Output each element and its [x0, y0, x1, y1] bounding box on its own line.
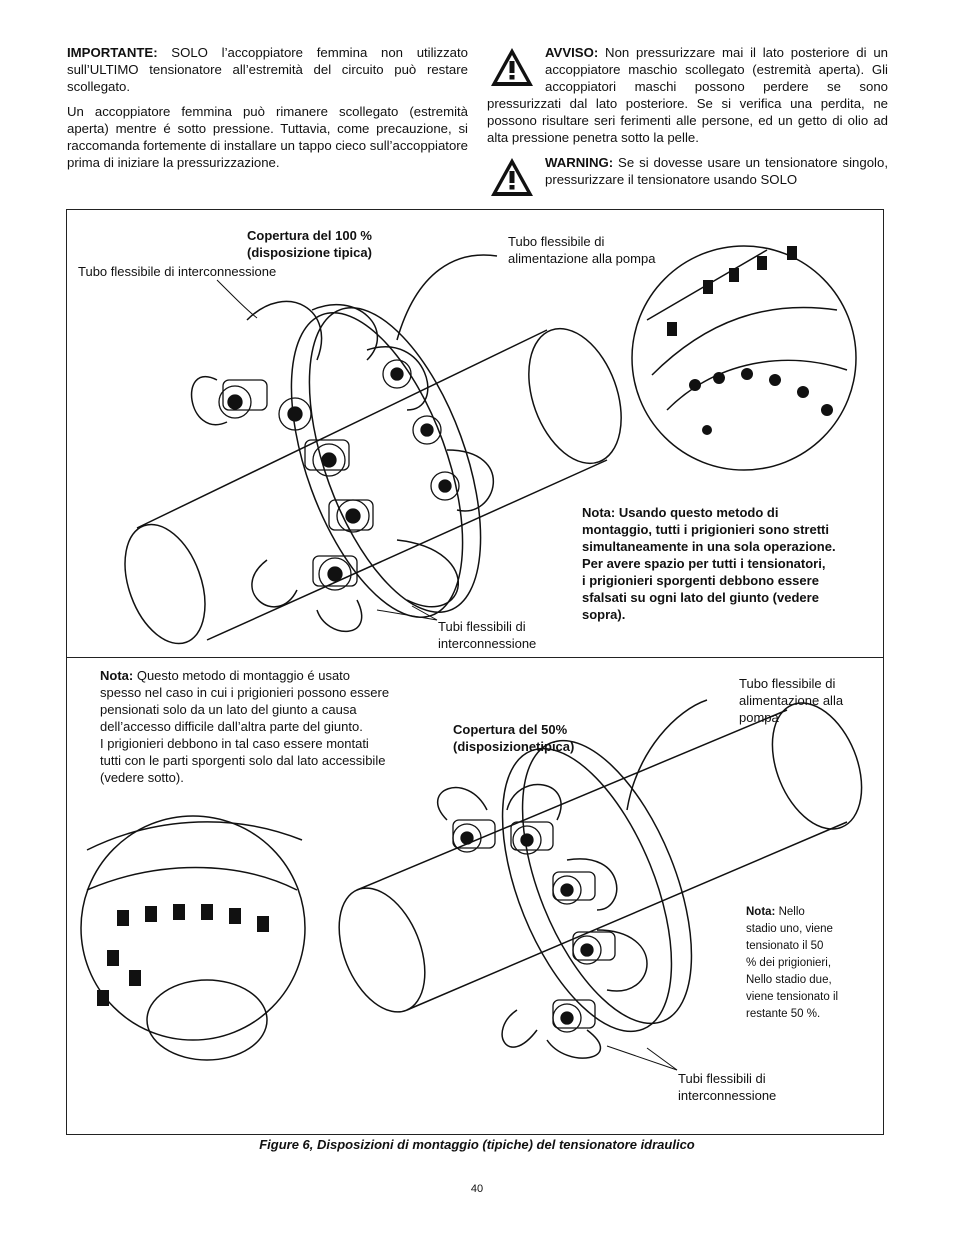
top-hose-label: Tubo flessibile di interconnessione: [78, 264, 277, 279]
avviso-block: AVVISO: Non pressurizzare mai il lato po…: [487, 44, 888, 146]
top-note-line: sfalsati su ogni lato del giunto (vedere: [582, 590, 819, 605]
top-note-line: Per avere spazio per tutti i tensionator…: [582, 556, 826, 571]
bottom-note-line: pensionati solo da un lato del giunto a …: [100, 702, 357, 717]
left-text-column: IMPORTANTE: SOLO l’accoppiatore femmina …: [67, 44, 468, 179]
bottom-note-line: dell’accesso difficile dall’altra parte …: [100, 719, 363, 734]
top-detail-inset: [631, 245, 857, 471]
top-coverage-line2: (disposizione tipica): [247, 245, 372, 260]
warning-triangle-icon: [489, 46, 535, 88]
stage-note-line: Nello stadio due,: [746, 974, 832, 986]
bottom-coverage-line2: (disposizionetipica): [453, 739, 575, 754]
warning-block: WARNING: Se si dovesse usare un tensiona…: [487, 154, 888, 196]
top-pump-hose-line2: alimentazione alla pompa: [508, 251, 656, 266]
stage-note-line: Nota: Nello: [746, 904, 838, 921]
stage-note-text: Nello: [775, 906, 805, 918]
stage-note-line: viene tensionato il: [746, 991, 839, 1003]
warning-text: Se si dovesse usare un tensionatore sing…: [545, 155, 888, 187]
avviso-label: AVVISO:: [545, 45, 599, 60]
bottom-pump-hose-line: Tubo flessibile di: [739, 676, 836, 691]
bottom-hoses-line1: Tubi flessibili di: [678, 1071, 766, 1086]
warning-paragraph: WARNING: Se si dovesse usare un tensiona…: [487, 154, 888, 188]
bottom-detail-inset: [80, 815, 306, 1061]
stage-note: Nota: Nello stadio uno, viene tensionato…: [746, 904, 838, 1023]
top-pump-hose-line1: Tubo flessibile di: [508, 234, 605, 249]
top-pump-hose-label: Tubo flessibile di alimentazione alla po…: [508, 233, 655, 267]
stage-note-line: restante 50 %.: [746, 1008, 821, 1020]
bottom-coverage-label: Copertura del 50% (disposizionetipica): [453, 721, 574, 755]
bottom-note: Nota: Questo metodo di montaggio é usato…: [100, 667, 389, 786]
bottom-note-line: (vedere sotto).: [100, 770, 184, 785]
tensioner-arrangement-drawing: [80, 245, 863, 1071]
bottom-pump-hose-line: alimentazione alla: [739, 693, 844, 708]
bottom-note-line: I prigionieri debbono in tal caso essere…: [100, 736, 369, 751]
avviso-paragraph: AVVISO: Non pressurizzare mai il lato po…: [487, 44, 888, 146]
top-hoses-line1: Tubi flessibili di: [438, 619, 526, 634]
right-text-column: AVVISO: Non pressurizzare mai il lato po…: [487, 44, 888, 200]
top-note-line: simultaneamente in una sola operazione.: [582, 539, 836, 554]
stage-note-line: stadio uno, viene: [746, 923, 833, 935]
warning-label: WARNING:: [545, 155, 614, 170]
female-coupler-paragraph: Un accoppiatore femmina può rimanere sco…: [67, 104, 468, 170]
bottom-note-line: tutti con le parti sporgenti solo dal la…: [100, 753, 386, 768]
top-coverage-label: Copertura del 100 % (disposizione tipica…: [247, 227, 372, 261]
bottom-note-line: Nota: Questo metodo di montaggio é usato: [100, 667, 389, 684]
top-hoses-line2: interconnessione: [438, 636, 537, 651]
bottom-coverage-line1: Copertura del 50%: [453, 722, 568, 737]
stage-note-label: Nota:: [746, 906, 776, 918]
top-hoses-label: Tubi flessibili di interconnessione: [438, 618, 536, 652]
top-pipe-flange-assembly: [124, 254, 622, 645]
bottom-note-text: Questo metodo di montaggio é usato: [133, 668, 351, 683]
top-note: Nota: Usando questo metodo di montaggio,…: [582, 504, 836, 623]
top-note-line: Nota: Usando questo metodo di: [582, 505, 779, 520]
important-label: IMPORTANTE:: [67, 45, 158, 60]
warning-triangle-icon: [489, 156, 535, 198]
bottom-hoses-line2: interconnessione: [678, 1088, 777, 1103]
bottom-note-line: spesso nel caso in cui i prigionieri pos…: [100, 685, 390, 700]
stage-note-line: % dei prigionieri,: [746, 957, 832, 969]
top-note-line: sopra).: [582, 607, 626, 622]
top-note-line: montaggio, tutti i prigionieri sono stre…: [582, 522, 829, 537]
avviso-text: Non pressurizzare mai il lato posteriore…: [487, 45, 888, 145]
top-note-line: i prigionieri sporgenti debbono essere: [582, 573, 819, 588]
bottom-pump-hose-line: pompa: [739, 710, 779, 725]
important-paragraph: IMPORTANTE: SOLO l’accoppiatore femmina …: [67, 44, 468, 95]
figure-caption: Figure 6, Disposizioni di montaggio (tip…: [259, 1137, 695, 1152]
bottom-hoses-label: Tubi flessibili di interconnessione: [678, 1070, 776, 1104]
stage-note-line: tensionato il 50: [746, 940, 824, 952]
bottom-pipe-flange-assembly: [338, 699, 863, 1071]
bottom-pump-hose-label: Tubo flessibile di alimentazione alla po…: [739, 675, 843, 726]
important-text: SOLO l’accoppiatore femmina non utilizza…: [67, 45, 468, 94]
bottom-note-label: Nota:: [100, 668, 134, 683]
page-number: 40: [470, 1183, 484, 1195]
figure-divider: [67, 657, 883, 658]
figure-6-box: Copertura del 100 % (disposizione tipica…: [66, 209, 884, 1135]
top-coverage-line1: Copertura del 100 %: [247, 228, 372, 243]
